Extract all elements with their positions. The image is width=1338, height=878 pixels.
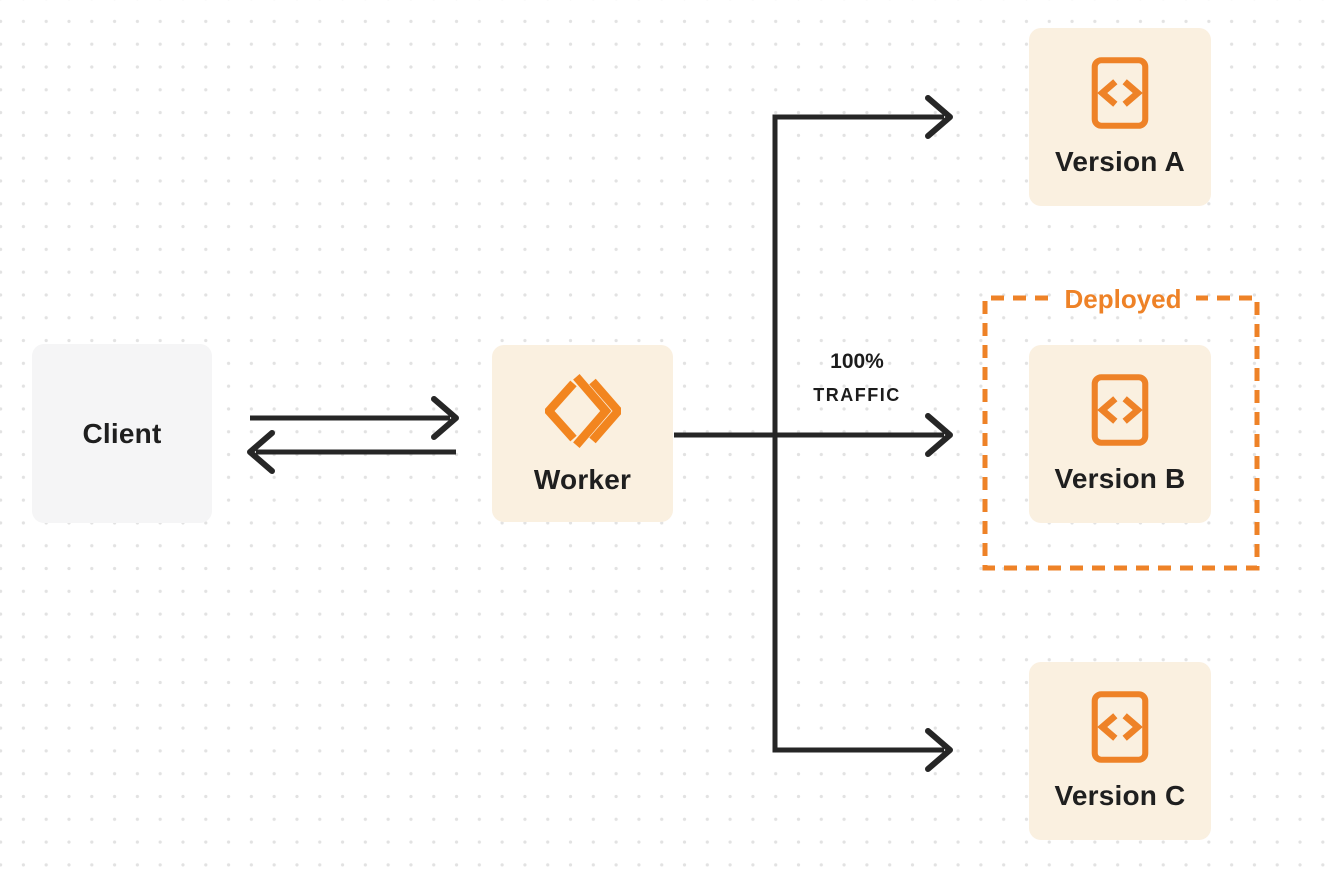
version-a-label: Version A [1055, 146, 1185, 177]
arrowhead-right-icon [925, 413, 953, 457]
node-version-c: Version C [1029, 662, 1211, 840]
arrowhead-right-icon [925, 728, 953, 772]
arrowhead-left-icon [247, 430, 275, 474]
version-b-label: Version B [1054, 463, 1186, 494]
deployed-boundary [982, 295, 1260, 571]
node-version-b: Version B [1029, 345, 1211, 523]
node-version-a: Version A [1029, 28, 1211, 206]
traffic-word: TRAFFIC [813, 385, 901, 405]
branch-spine [772, 114, 944, 753]
node-worker: Worker [492, 345, 673, 522]
worker-double-chevron-icon [544, 373, 621, 448]
code-file-icon [1091, 374, 1149, 446]
arrowhead-right-icon [925, 95, 953, 139]
version-c-label: Version C [1054, 780, 1186, 811]
connector-lines [247, 95, 953, 772]
arrowhead-right-icon [431, 396, 459, 440]
traffic-label: 100% TRAFFIC [777, 350, 937, 406]
traffic-percentage: 100% [830, 350, 884, 373]
worker-label: Worker [533, 463, 632, 495]
node-client: Client [32, 344, 212, 523]
deployed-label: Deployed [1064, 284, 1182, 314]
code-file-icon [1091, 691, 1149, 763]
client-label: Client [82, 417, 162, 449]
code-file-icon [1091, 57, 1149, 129]
